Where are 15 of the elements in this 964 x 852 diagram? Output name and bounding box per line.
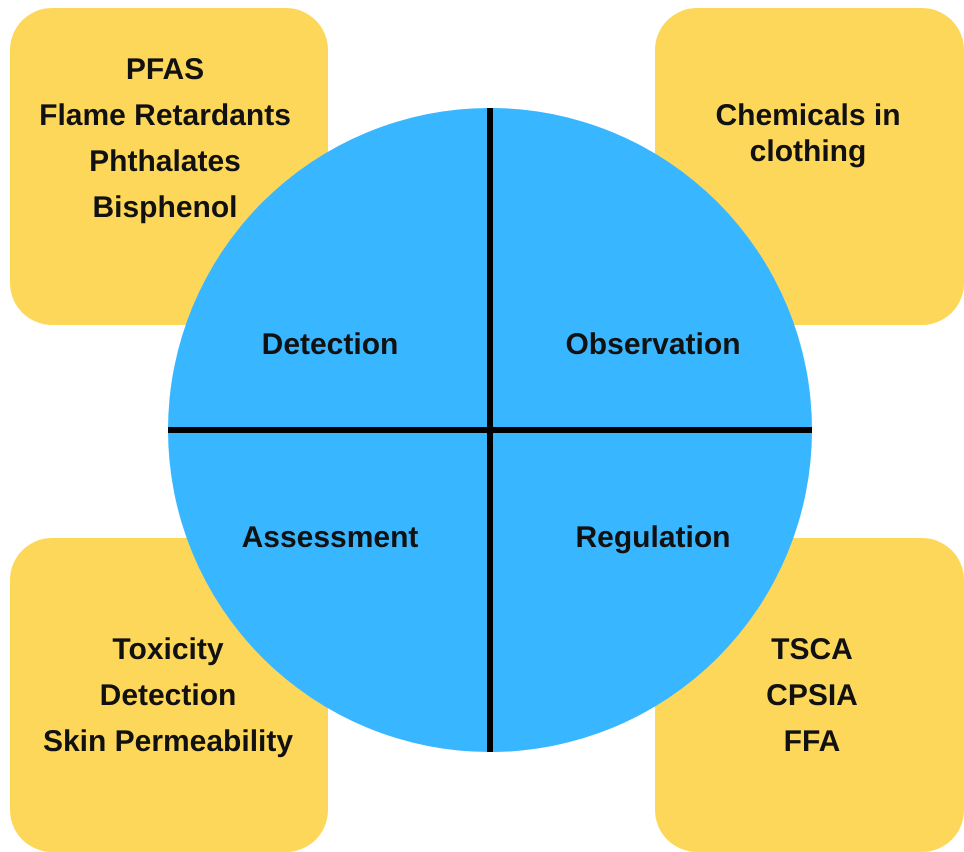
list-item: CPSIA [766, 678, 858, 714]
list-item: Skin Permeability [42, 724, 294, 760]
quadrant-label: Observation [565, 327, 741, 363]
list-item: Toxicity [112, 632, 224, 668]
quadrant-label: Assessment [242, 520, 418, 556]
list-item: FFA [784, 724, 840, 760]
list-item: Detection [100, 678, 236, 714]
list-item: Flame Retardants [39, 98, 291, 134]
quadrant-label: Regulation [576, 520, 730, 556]
list-item: PFAS [126, 52, 204, 88]
list-item: Bisphenol [92, 190, 238, 226]
quadrant-label: Detection [262, 327, 398, 363]
list-item: TSCA [771, 632, 853, 668]
card-text: Chemicals in clothing [714, 98, 902, 170]
list-item: Phthalates [89, 144, 241, 180]
